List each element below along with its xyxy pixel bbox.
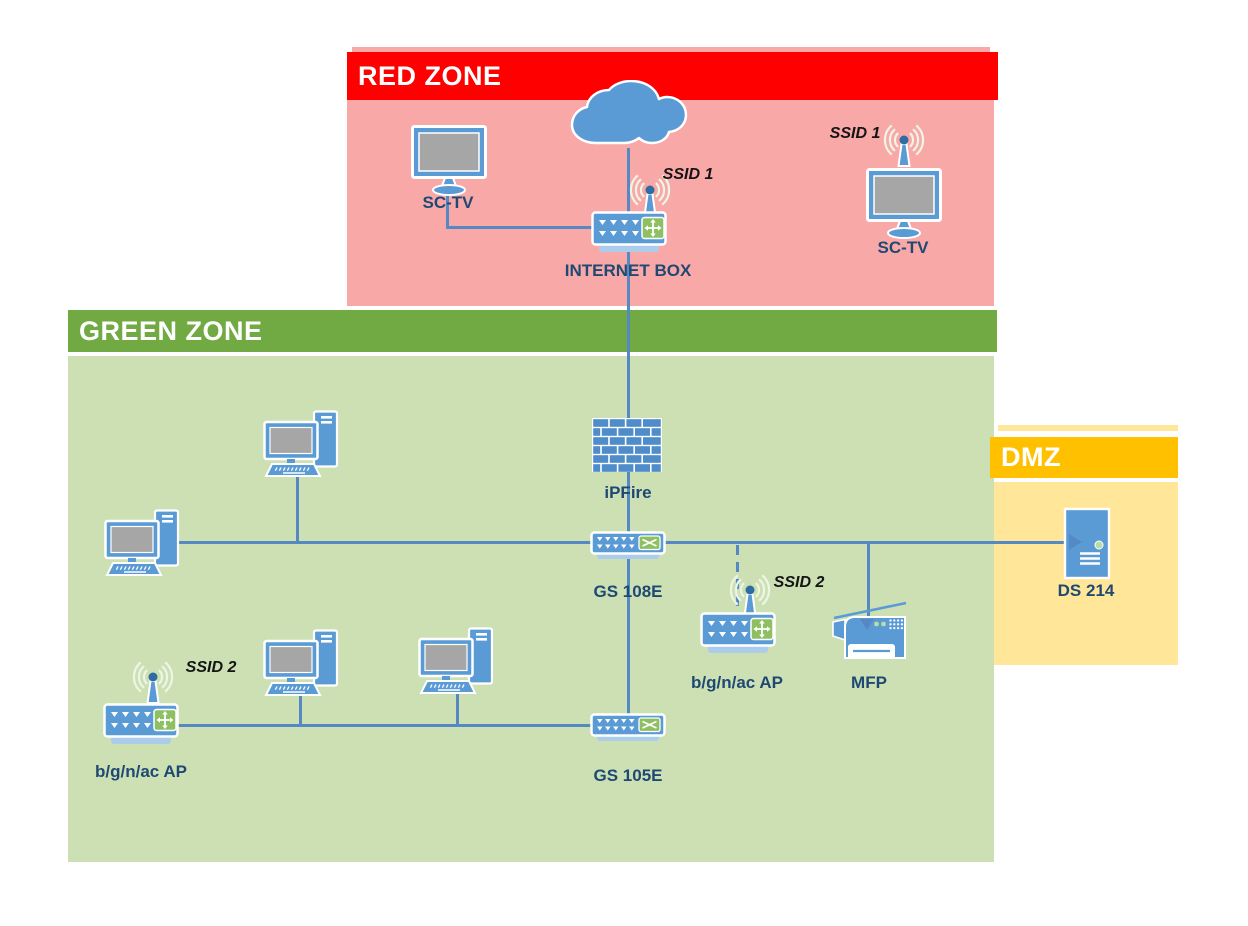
link-gs108e-mfp <box>866 543 870 622</box>
link-sctv-internetbox <box>447 225 593 229</box>
dmz-zone-shadow <box>998 425 1178 431</box>
arrow-right-icon <box>1069 534 1082 550</box>
desktop-pc-icon <box>418 627 494 695</box>
ds-214-label: DS 214 <box>1057 581 1115 600</box>
router-icon <box>591 211 667 253</box>
green-zone-body <box>68 356 994 862</box>
ap-left-label: b/g/n/ac AP <box>95 762 187 781</box>
tv-icon <box>866 168 942 240</box>
dmz-zone-title: DMZ <box>1001 442 1061 472</box>
ssid1-internet-box-label: SSID 1 <box>662 166 714 183</box>
sc-tv-left-label: SC-TV <box>422 193 474 212</box>
link-cloud-internetbox <box>626 148 630 214</box>
link-gs108e-ap-dashed <box>735 545 739 613</box>
switch-icon <box>590 531 666 561</box>
sc-tv-right-label: SC-TV <box>877 238 929 257</box>
link-pc-bottom1-branch <box>298 695 302 725</box>
dmz-zone-header: DMZ <box>990 437 1178 478</box>
bus-left-gs108e <box>175 540 592 544</box>
desktop-pc-icon <box>104 509 180 577</box>
ssid2-ap-left-label: SSID 2 <box>185 659 237 676</box>
green-zone-header: GREEN ZONE <box>68 310 997 352</box>
link-internetbox-ipfire <box>626 248 630 418</box>
ssid1-sc-tv-label: SSID 1 <box>829 125 881 142</box>
access-point-icon <box>103 703 179 745</box>
wifi-antenna-icon <box>872 122 936 168</box>
tv-icon <box>411 125 487 197</box>
ap-right-label: b/g/n/ac AP <box>691 673 783 692</box>
gs-105e-label: GS 105E <box>593 766 663 785</box>
desktop-pc-icon <box>263 410 339 478</box>
switch-icon <box>590 713 666 743</box>
ipfire-label: iPFire <box>604 483 652 502</box>
internet-box-label: INTERNET BOX <box>564 261 692 280</box>
red-zone-header: RED ZONE <box>347 52 998 100</box>
link-sctv-down <box>445 188 449 229</box>
link-ipfire-gs108e <box>626 470 630 533</box>
bus-gs108e-ds214 <box>662 540 1072 544</box>
internet-cloud-icon <box>565 80 691 152</box>
printer-icon <box>830 600 910 662</box>
link-pc-upper-branch <box>295 476 299 542</box>
bus-left-gs105e <box>176 723 592 727</box>
red-zone-title: RED ZONE <box>358 60 502 91</box>
firewall-icon <box>592 418 662 472</box>
green-zone-title: GREEN ZONE <box>79 315 263 346</box>
desktop-pc-icon <box>263 629 339 697</box>
arrow-down-icon <box>860 619 874 630</box>
mfp-label: MFP <box>851 673 887 692</box>
access-point-icon <box>700 612 776 654</box>
wifi-antenna-icon <box>121 659 185 705</box>
link-pc-bottom2-branch <box>455 691 459 725</box>
gs-108e-label: GS 108E <box>593 582 663 601</box>
red-zone-shadow <box>352 47 990 52</box>
link-gs108e-gs105e <box>626 556 630 715</box>
ssid2-ap-right-label: SSID 2 <box>773 574 825 591</box>
